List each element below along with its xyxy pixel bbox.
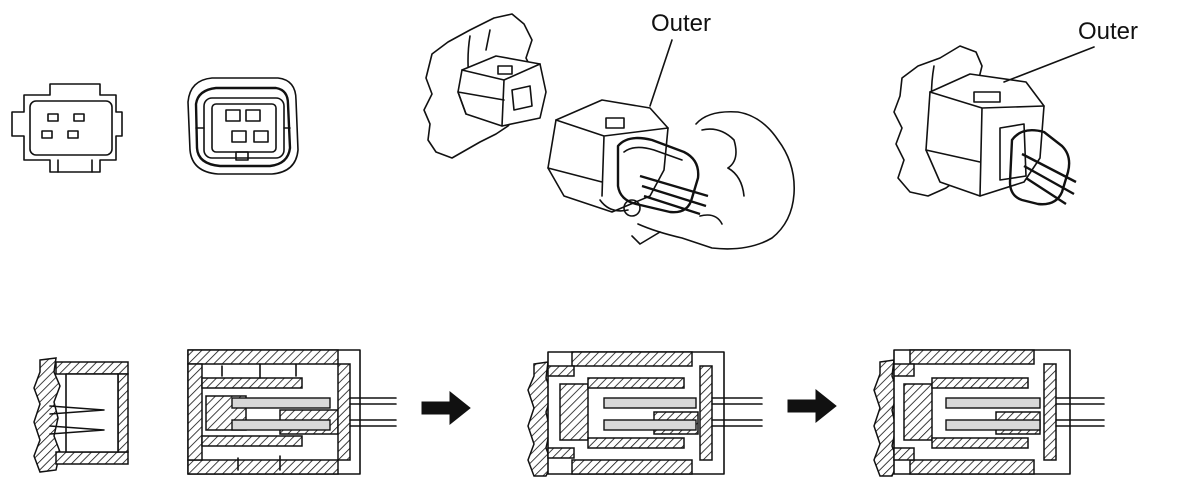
outer-label-2: Outer — [1003, 18, 1138, 83]
outer-label-1: Outer — [649, 10, 711, 107]
connected-connector-assembly — [893, 45, 1077, 206]
wall-mounted-connector — [423, 13, 547, 159]
right-arrow-icon — [787, 388, 837, 424]
male-connector-front-view — [11, 83, 123, 173]
female-connector-in-hand — [547, 99, 795, 250]
outer-leader-line-2 — [1003, 46, 1095, 83]
fully-engaged-cross-section — [873, 349, 1105, 477]
outer-leader-line-1 — [649, 39, 673, 107]
right-arrow-icon — [421, 390, 471, 426]
female-connector-front-view — [187, 77, 299, 175]
partially-engaged-cross-section — [527, 351, 763, 477]
outer-label-text-2: Outer — [1078, 18, 1138, 45]
female-connector-cross-section — [187, 349, 397, 475]
male-connector-cross-section — [33, 357, 129, 473]
outer-label-text-1: Outer — [651, 10, 711, 37]
